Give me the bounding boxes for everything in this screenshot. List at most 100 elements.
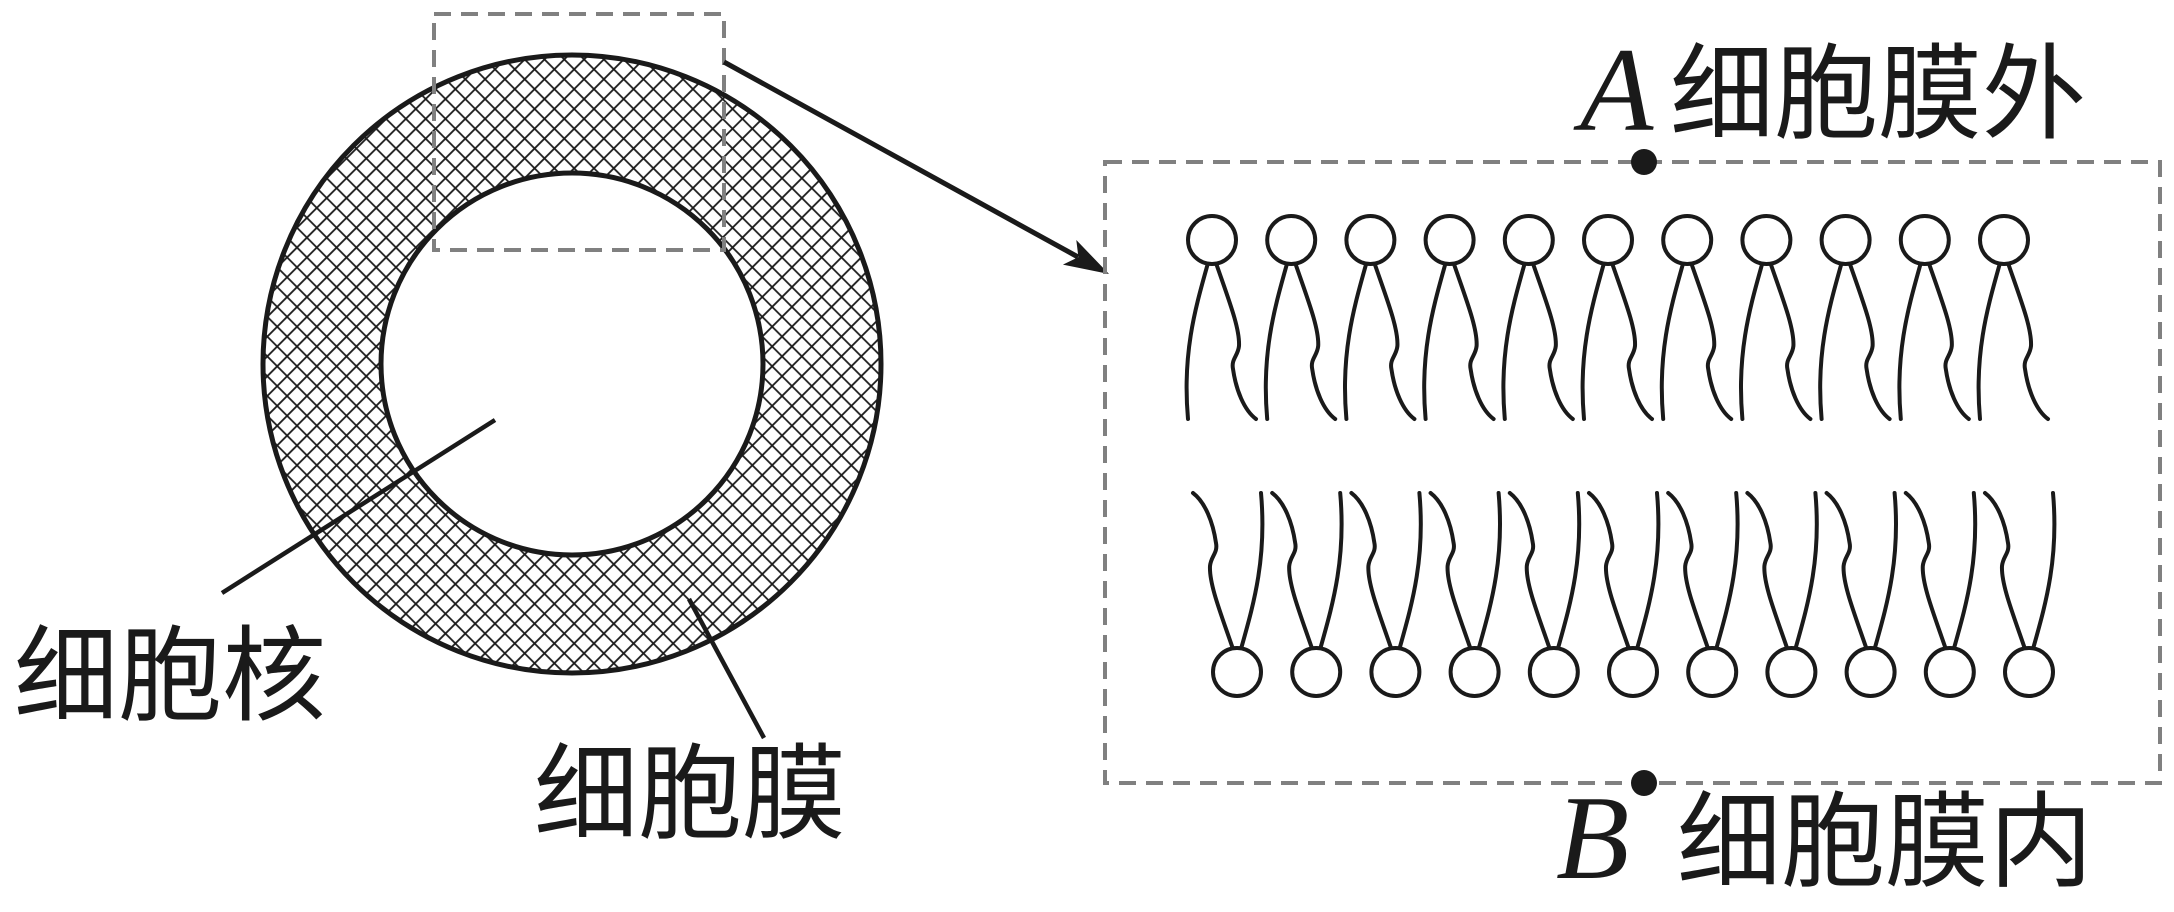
phospholipid bbox=[1983, 491, 2057, 698]
phospholipid-tail bbox=[1610, 261, 1654, 421]
phospholipid bbox=[1903, 491, 1978, 698]
outer-leaflet bbox=[1184, 214, 2050, 421]
phospholipid-head bbox=[1607, 646, 1659, 698]
phospholipid-tail bbox=[1263, 261, 1290, 421]
phospholipid bbox=[1818, 214, 1892, 421]
phospholipid bbox=[1270, 491, 1344, 698]
phospholipid-tail bbox=[1349, 491, 1394, 651]
phospholipid-tail bbox=[1555, 491, 1582, 651]
phospholipid-tail bbox=[1422, 261, 1448, 421]
phospholipid-head bbox=[1923, 646, 1976, 698]
phospholipid-head bbox=[1527, 646, 1580, 698]
phospholipid-head bbox=[1898, 214, 1951, 266]
phospholipid-tail bbox=[1270, 491, 1315, 651]
phospholipid-tail bbox=[1824, 491, 1869, 651]
membrane-leader-line bbox=[687, 597, 766, 740]
phospholipid-tail bbox=[1318, 491, 1344, 651]
nucleus-circle bbox=[378, 170, 766, 558]
phospholipid bbox=[1349, 491, 1423, 698]
inside-letter: B bbox=[1556, 771, 1629, 904]
phospholipid-head bbox=[1686, 646, 1739, 698]
outside-letter: A bbox=[1573, 23, 1654, 156]
phospholipid-head bbox=[1765, 646, 1818, 698]
phospholipid-head bbox=[1740, 214, 1793, 266]
phospholipid-tail bbox=[1191, 491, 1235, 651]
phospholipid-head bbox=[1186, 214, 1238, 266]
phospholipid bbox=[1587, 491, 1661, 698]
phospholipid-tail bbox=[1451, 261, 1496, 421]
phospholipid-head bbox=[1978, 214, 2030, 266]
phospholipid bbox=[1184, 214, 1258, 421]
phospholipid-tail bbox=[1184, 261, 1210, 421]
phospholipid-tail bbox=[1530, 261, 1575, 421]
phospholipid-tail bbox=[1976, 261, 2002, 421]
phospholipid-tail bbox=[1666, 491, 1711, 651]
inner-leaflet bbox=[1191, 491, 2057, 698]
phospholipid bbox=[1342, 214, 1417, 421]
phospholipid-tail bbox=[1903, 491, 1948, 651]
phospholipid-head bbox=[1448, 646, 1501, 698]
phospholipid-head bbox=[1369, 646, 1422, 698]
phospholipid bbox=[1666, 491, 1740, 698]
phospholipid-tail bbox=[1587, 491, 1631, 651]
phospholipid-head bbox=[1502, 214, 1555, 266]
phospholipid-tail bbox=[1951, 491, 1978, 651]
phospholipid-tail bbox=[2031, 491, 2057, 651]
phospholipid bbox=[1738, 214, 1813, 421]
phospholipid-tail bbox=[1372, 261, 1417, 421]
phospholipid bbox=[1897, 214, 1971, 421]
zoom-frame-small bbox=[432, 12, 726, 252]
phospholipid-tail bbox=[1689, 261, 1734, 421]
phospholipid bbox=[1428, 491, 1503, 698]
phospholipid bbox=[1507, 491, 1582, 698]
phospholipid-head bbox=[1423, 214, 1476, 266]
phospholipid-tail bbox=[1293, 261, 1338, 421]
membrane-label: 细胞膜 bbox=[534, 738, 846, 853]
phospholipid-tail bbox=[1342, 261, 1369, 421]
phospholipid-head bbox=[1661, 214, 1714, 266]
phospholipid-tail bbox=[1745, 491, 1790, 651]
outside-marker-dot bbox=[1631, 149, 1657, 175]
phospholipid-tail bbox=[1428, 491, 1473, 651]
phospholipid-bilayer bbox=[1184, 214, 2057, 698]
phospholipid-tail bbox=[1793, 491, 1819, 651]
phospholipid-head bbox=[1844, 646, 1897, 698]
phospholipid-tail bbox=[1897, 261, 1923, 421]
phospholipid bbox=[1659, 214, 1734, 421]
phospholipid bbox=[1745, 491, 1819, 698]
phospholipid-tail bbox=[1983, 491, 2027, 651]
outside-label: 细胞膜外 bbox=[1670, 38, 2086, 153]
cell bbox=[260, 52, 884, 676]
phospholipid-head bbox=[1265, 214, 1318, 266]
phospholipid-tail bbox=[1659, 261, 1686, 421]
phospholipid-tail bbox=[1818, 261, 1844, 421]
phospholipid-tail bbox=[1714, 491, 1740, 651]
phospholipid-tail bbox=[1476, 491, 1503, 651]
phospholipid-tail bbox=[1872, 491, 1899, 651]
phospholipid bbox=[1501, 214, 1575, 421]
phospholipid-tail bbox=[1926, 261, 1971, 421]
phospholipid bbox=[1422, 214, 1496, 421]
nucleus-leader-line bbox=[220, 418, 497, 595]
phospholipid-tail bbox=[1635, 491, 1661, 651]
phospholipid-head bbox=[1582, 214, 1634, 266]
phospholipid-tail bbox=[1501, 261, 1527, 421]
inside-label: 细胞膜内 bbox=[1677, 786, 2093, 901]
phospholipid-head bbox=[1290, 646, 1343, 698]
phospholipid-tail bbox=[1214, 261, 1258, 421]
phospholipid-head bbox=[1819, 214, 1872, 266]
phospholipid-head bbox=[2003, 646, 2055, 698]
phospholipid-tail bbox=[1397, 491, 1423, 651]
phospholipid-tail bbox=[1847, 261, 1892, 421]
phospholipid-tail bbox=[1580, 261, 1606, 421]
zoom-arrow bbox=[722, 59, 1109, 274]
phospholipid-tail bbox=[1768, 261, 1813, 421]
phospholipid-head bbox=[1344, 214, 1397, 266]
zoom-arrow-head bbox=[1062, 240, 1109, 274]
phospholipid-tail bbox=[1507, 491, 1552, 651]
phospholipid-tail bbox=[1239, 491, 1265, 651]
phospholipid bbox=[1976, 214, 2050, 421]
phospholipid-head bbox=[1211, 646, 1263, 698]
phospholipid bbox=[1580, 214, 1654, 421]
